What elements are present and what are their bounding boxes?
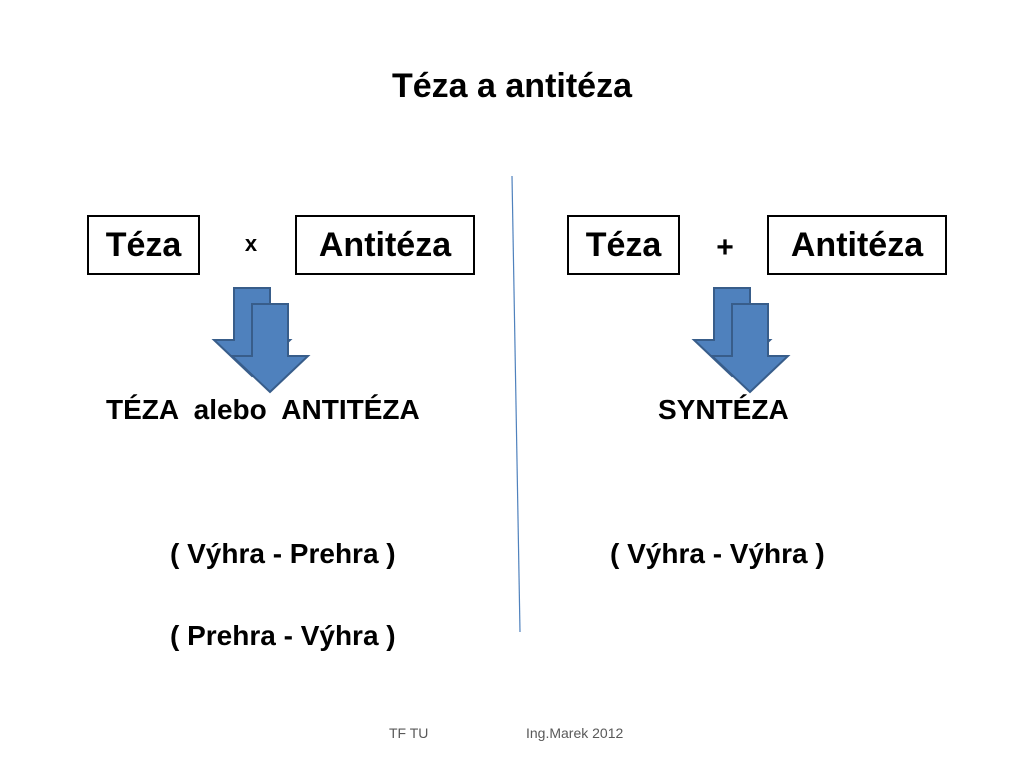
right-antithesis-label: Antitéza: [790, 225, 924, 264]
footer-institution: TF TU: [389, 725, 429, 741]
slide-title: Téza a antitéza: [392, 67, 632, 105]
right-arrow-back: [691, 287, 773, 378]
right-arrow-front: [709, 303, 791, 394]
left-result-text: TÉZA alebo ANTITÉZA: [106, 394, 420, 425]
left-outcome-1: ( Výhra - Prehra ): [170, 538, 396, 569]
left-arrow-back: [211, 287, 293, 378]
right-result-text: SYNTÉZA: [658, 394, 789, 425]
right-thesis-label: Téza: [585, 225, 662, 264]
left-arrow-front: [229, 303, 311, 394]
right-operator: +: [716, 231, 734, 264]
footer-author: Ing.Marek 2012: [526, 725, 624, 741]
right-thesis-box: Téza: [567, 215, 680, 275]
left-antithesis-box: Antitéza: [295, 215, 475, 275]
left-thesis-label: Téza: [105, 225, 182, 264]
left-thesis-box: Téza: [87, 215, 200, 275]
left-outcome-2: ( Prehra - Výhra ): [170, 620, 396, 651]
right-antithesis-box: Antitéza: [767, 215, 947, 275]
left-operator: x: [244, 231, 258, 256]
left-antithesis-label: Antitéza: [318, 225, 452, 264]
right-outcome-1: ( Výhra - Výhra ): [610, 538, 825, 569]
